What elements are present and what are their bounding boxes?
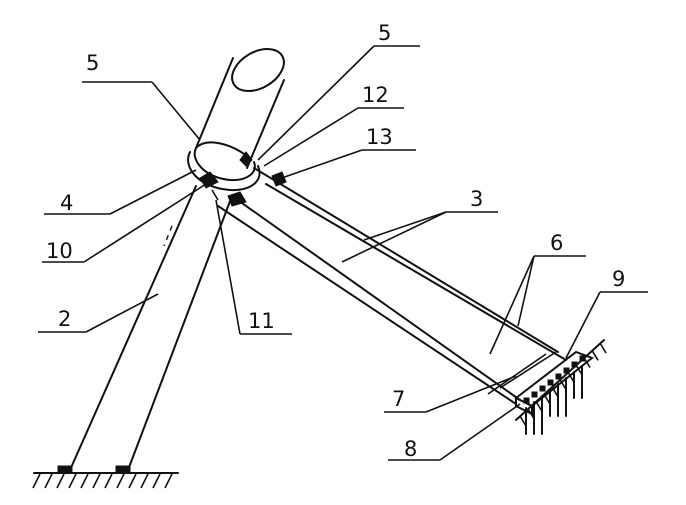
callout-label-5-left: 5 (86, 51, 99, 75)
bolt-head (539, 385, 546, 392)
ground-hatch-left (92, 473, 101, 489)
callout-label-10: 10 (46, 239, 73, 263)
callout-label-2: 2 (58, 307, 71, 331)
callout-label-9: 9 (612, 267, 625, 291)
leader-lines (38, 45, 648, 461)
ground-hatch-right (599, 342, 607, 354)
ground-left (32, 465, 179, 489)
ground-hatch-right (583, 357, 591, 369)
bolt-head (547, 379, 554, 386)
ground-hatch-left (80, 473, 89, 489)
callout-label-3: 3 (470, 187, 483, 211)
collar-hoop (187, 141, 261, 192)
inclined-strut (217, 167, 567, 405)
callout-labels: 5 5 12 13 4 10 3 6 9 2 11 7 8 (46, 21, 625, 461)
ground-hatch-right (527, 408, 535, 420)
ground-hatch-left (128, 473, 137, 489)
callout-label-11: 11 (248, 309, 275, 333)
ground-hatch-left (164, 473, 173, 489)
ground-hatch-right (543, 393, 551, 405)
ground-hatch-left (56, 473, 65, 489)
ground-hatch-right (551, 386, 559, 398)
ground-hatch-right (559, 379, 567, 390)
ground-hatch-right (519, 415, 527, 427)
callout-label-7: 7 (392, 387, 405, 411)
ground-hatch-left (32, 473, 41, 489)
ground-hatch-right (575, 364, 583, 376)
bolt-head (523, 397, 530, 404)
ground-hatch-left (140, 473, 149, 489)
inclined-pipe (195, 48, 285, 169)
ground-hatch-left (104, 473, 113, 489)
callout-label-6: 6 (550, 231, 563, 255)
ground-hatch-left (116, 473, 125, 489)
ground-hatch-left (44, 473, 53, 489)
ground-hatch-right (535, 400, 543, 412)
callout-label-5-right: 5 (378, 21, 391, 45)
callout-label-8: 8 (404, 437, 417, 461)
ground-hatch-right (567, 371, 575, 383)
bolt-head (555, 373, 562, 380)
ground-hatch-left (68, 473, 77, 489)
support-column (69, 185, 233, 471)
callout-label-13: 13 (366, 125, 393, 149)
callout-label-12: 12 (362, 83, 389, 107)
ground-hatch-left (152, 473, 161, 489)
bolt-head (531, 391, 538, 398)
callout-label-4: 4 (60, 191, 73, 215)
base-plate (514, 350, 594, 435)
ground-hatch-right (591, 349, 599, 361)
ground-right (515, 339, 607, 427)
